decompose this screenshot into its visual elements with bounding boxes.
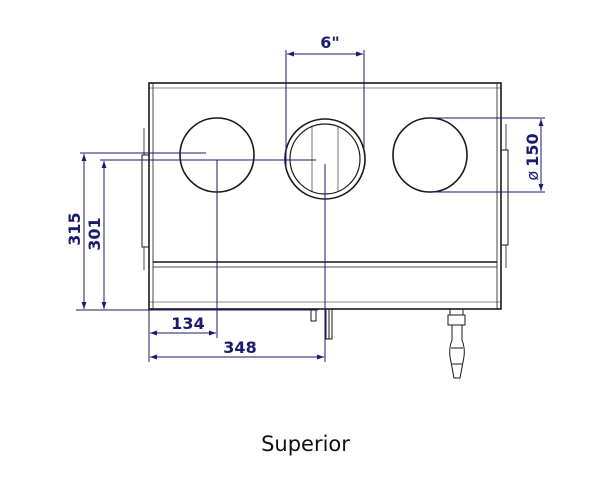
right-bracket bbox=[500, 149, 509, 246]
view-caption: Superior bbox=[261, 432, 350, 456]
dim-label-301: 301 bbox=[85, 217, 104, 250]
diameter-symbol: ø bbox=[523, 171, 542, 181]
dim-label-6in: 6" bbox=[320, 33, 339, 52]
dim-label-diameter: ø150 bbox=[523, 133, 542, 180]
dim-label-348: 348 bbox=[223, 338, 256, 357]
dim-label-315: 315 bbox=[65, 212, 84, 245]
drain-connectors bbox=[310, 308, 466, 379]
duct-openings bbox=[179, 117, 468, 200]
dim-label-134: 134 bbox=[171, 314, 204, 333]
left-bracket bbox=[141, 154, 150, 248]
duct-opening-right bbox=[392, 117, 468, 193]
